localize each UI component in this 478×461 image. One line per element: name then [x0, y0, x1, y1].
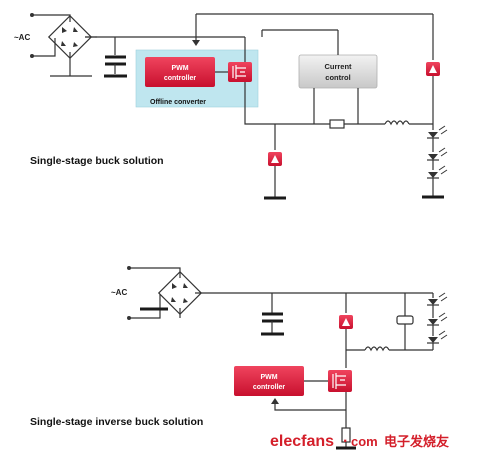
caption-bottom: Single-stage inverse buck solution — [30, 416, 203, 428]
pwm-controller-bottom — [234, 366, 304, 396]
bridge-rectifier — [47, 14, 93, 60]
current-control-line1: Current — [324, 62, 352, 71]
inductor-top — [384, 120, 410, 126]
bridge-rectifier-bottom — [157, 270, 203, 316]
mosfet-bottom — [328, 370, 352, 392]
offline-converter-label: Offline converter — [150, 99, 206, 106]
current-control-block — [298, 54, 378, 89]
inductor-bottom — [364, 346, 390, 352]
watermark-brand: elecfans — [270, 433, 334, 450]
led-string-bottom — [427, 292, 448, 350]
watermark-dot: · — [343, 433, 348, 450]
watermark-chinese: 电子发烧友 — [384, 434, 449, 449]
top-circuit: ~AC PWM controller O — [14, 13, 448, 200]
ac-label: ~AC — [14, 33, 30, 42]
sense-resistor-top — [329, 119, 345, 129]
led-string-top — [422, 125, 448, 199]
pwm-title-top: PWM — [171, 65, 188, 72]
watermark-logo: elecfans · com 电子发烧友 — [270, 433, 449, 450]
current-control-line2: control — [325, 73, 350, 82]
pwm-title-bottom: PWM — [260, 374, 277, 381]
output-capacitor-bottom — [396, 315, 414, 325]
pwm-subtitle-top: controller — [164, 75, 197, 82]
bottom-circuit: ~AC — [30, 266, 448, 450]
pwm-subtitle-bottom: controller — [253, 384, 286, 391]
caption-top: Single-stage buck solution — [30, 155, 164, 167]
watermark-tld: com — [351, 434, 378, 449]
pwm-controller-top — [145, 57, 215, 87]
ac-label-bottom: ~AC — [111, 288, 127, 297]
